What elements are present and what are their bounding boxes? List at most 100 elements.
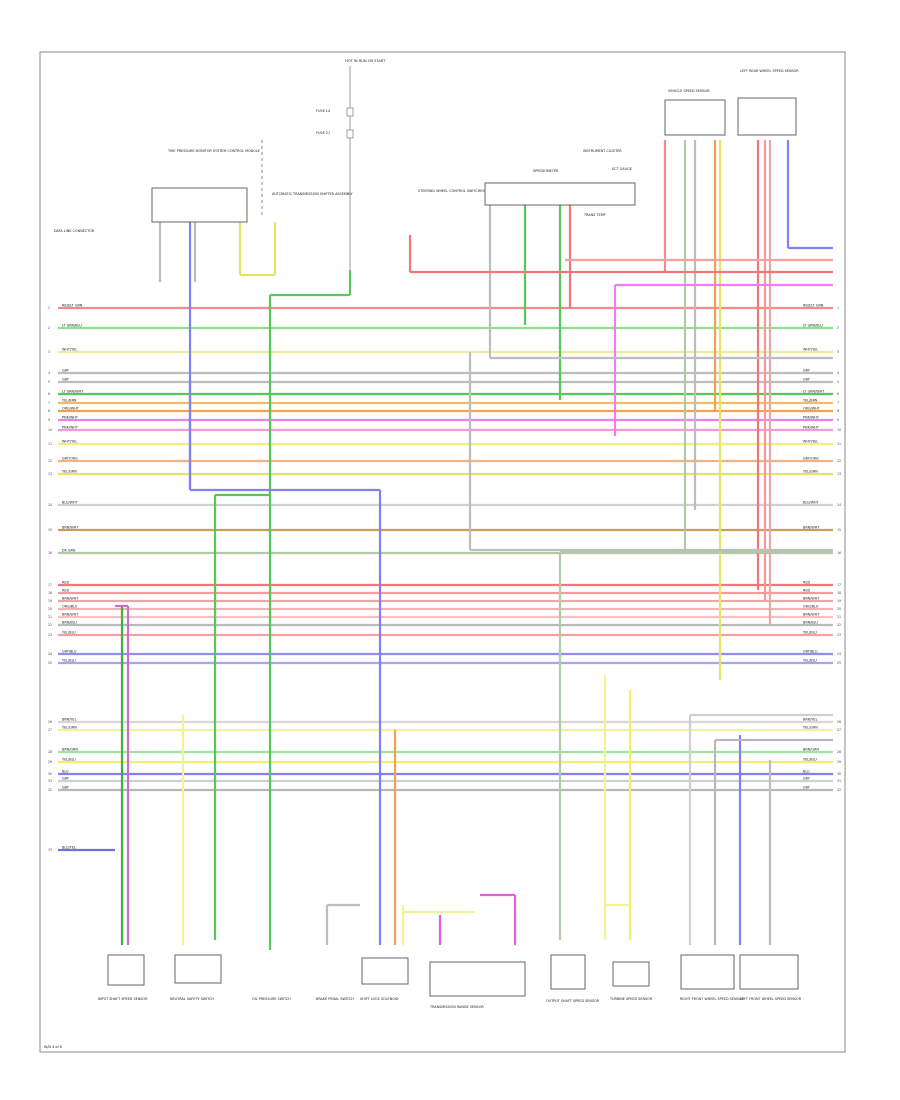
tpms-module: TIRE PRESSURE MONITOR SYSTEM CONTROL MOD… xyxy=(151,149,260,223)
wire-label-left: BLU/YEL xyxy=(62,846,76,850)
turbine-speed-box xyxy=(612,961,650,987)
wire-label-left: YEL/BLU xyxy=(62,631,76,635)
wire-number-right: 20 xyxy=(837,607,841,611)
wire-number-left: 9 xyxy=(48,418,50,422)
wire-number-left: 11 xyxy=(48,442,52,446)
wire-number-left: 20 xyxy=(48,607,52,611)
wire-number-right: 17 xyxy=(837,583,841,587)
wire-number-left: 18 xyxy=(48,591,52,595)
wire-number-right: 6 xyxy=(837,392,839,396)
wire-label-right: YEL/BLU xyxy=(803,758,817,762)
wire-label-left: WHT/YEL xyxy=(62,348,77,352)
vss-box xyxy=(664,99,726,136)
wire-number-left: 15 xyxy=(48,528,52,532)
wire-label-right: YEL/BLU xyxy=(803,631,817,635)
wire-label-right: BRN/WHT xyxy=(803,597,820,601)
data-link-label: DATA LINK CONNECTOR xyxy=(54,229,95,233)
wire-number-left: 29 xyxy=(48,760,52,764)
brake-switch-label: BRAKE PEDAL SWITCH xyxy=(316,997,354,1001)
wire-number-left: 2 xyxy=(48,326,50,330)
wire-number-left: 17 xyxy=(48,583,52,587)
fuse-b-icon xyxy=(346,129,354,139)
bottom-components: INPUT SHAFT SPEED SENSOR NEUTRAL SAFETY … xyxy=(98,954,802,1009)
input-speed-box xyxy=(107,954,145,986)
wire-number-right: 1 xyxy=(837,306,839,310)
wire-number-right: 28 xyxy=(837,750,841,754)
wire-number-left: 33 xyxy=(48,848,52,852)
wire-label-right: GRY xyxy=(803,378,811,382)
wire-label-right: ORG/BLU xyxy=(803,605,819,609)
diagram-frame xyxy=(39,51,846,1053)
ignition-label: HOT IN RUN OR START xyxy=(345,59,386,63)
wire-label-left: DK GRN xyxy=(62,549,76,553)
wire-number-left: 7 xyxy=(48,401,50,405)
wire-number-right: 5 xyxy=(837,380,839,384)
wire-label-right: GRY/ORG xyxy=(803,457,819,461)
fuse-a-label: FUSE 14 xyxy=(316,109,330,113)
wire-label-left: BRN/GRN xyxy=(62,748,78,752)
output-speed-box xyxy=(550,954,586,990)
wire-number-left: 3 xyxy=(48,350,50,354)
wire-number-left: 13 xyxy=(48,472,52,476)
left-rear-sensor-module: LEFT REAR WHEEL SPEED SENSOR xyxy=(737,69,799,136)
wire-number-left: 6 xyxy=(48,392,50,396)
wire-number-right: 7 xyxy=(837,401,839,405)
right-front-box xyxy=(680,954,735,990)
wire-label-right: RED xyxy=(803,589,810,593)
wire-label-left: YEL/GRN xyxy=(62,726,77,730)
wire-number-left: 27 xyxy=(48,728,52,732)
wire-number-right: 2 xyxy=(837,326,839,330)
cluster-label: INSTRUMENT CLUSTER xyxy=(583,149,622,153)
oil-pressure-label: OIL PRESSURE SWITCH xyxy=(252,997,291,1001)
wire-number-left: 22 xyxy=(48,623,52,627)
input-speed-label: INPUT SHAFT SPEED SENSOR xyxy=(98,997,148,1001)
trans-range-box xyxy=(429,961,526,997)
wire-number-right: 30 xyxy=(837,772,841,776)
steering-label: STEERING WHEEL CONTROL SWITCHES xyxy=(418,189,484,193)
wire-number-right: 3 xyxy=(837,350,839,354)
vss-label: VEHICLE SPEED SENSOR xyxy=(668,89,710,93)
wire-label-left: GRY xyxy=(62,786,70,790)
instrument-cluster: INSTRUMENT CLUSTER SPEEDOMETER ECT GAUGE… xyxy=(484,149,636,217)
wire-label-left: RED xyxy=(62,581,69,585)
wire-label-left: BLU/WHT xyxy=(62,501,79,505)
shifter-module: AUTOMATIC TRANSMISSION SHIFTER ASSEMBLY xyxy=(261,140,354,215)
wire-number-right: 26 xyxy=(837,720,841,724)
wire-label-right: BRN/BLU xyxy=(803,621,818,625)
fuse-b-label: FUSE 21 xyxy=(316,131,330,135)
wire-label-left: RED/LT GRN xyxy=(62,304,83,308)
trans-temp-label: TRANS TEMP xyxy=(583,213,606,217)
neutral-safety-label: NEUTRAL SAFETY SWITCH xyxy=(170,997,214,1001)
wire-number-right: 19 xyxy=(837,599,841,603)
wire-number-right: 16 xyxy=(837,551,841,555)
wire-number-left: 19 xyxy=(48,599,52,603)
output-speed-label: OUTPUT SHAFT SPEED SENSOR xyxy=(546,999,600,1003)
wire-label-right: BLU xyxy=(803,770,810,774)
wire-label-left: GRY/ORG xyxy=(62,457,78,461)
wire-label-right: BLU/WHT xyxy=(803,501,820,505)
wire-label-right: WHT/YEL xyxy=(803,348,818,352)
neutral-safety-box xyxy=(174,954,222,984)
wire-number-left: 1 xyxy=(48,306,50,310)
page-ref: W/D 4 of 6 xyxy=(44,1045,62,1049)
wire-label-right: GRY xyxy=(803,786,811,790)
wire-label-right: GRY xyxy=(803,777,811,781)
right-front-label: RIGHT FRONT WHEEL SPEED SENSOR xyxy=(680,997,744,1001)
wire-number-right: 23 xyxy=(837,633,841,637)
wire-label-right: PNK/WHT xyxy=(803,416,820,420)
wire-number-right: 15 xyxy=(837,528,841,532)
wire-number-right: 22 xyxy=(837,623,841,627)
speedometer-label: SPEEDOMETER xyxy=(533,169,559,173)
wire-number-left: 21 xyxy=(48,615,52,619)
steering-wheel-module: STEERING WHEEL CONTROL SWITCHES xyxy=(418,189,484,193)
shift-lock-box xyxy=(361,957,409,985)
trans-range-label: TRANSMISSION RANGE SENSOR xyxy=(429,1005,484,1009)
wire-label-right: GRY xyxy=(803,369,811,373)
shifter-label: AUTOMATIC TRANSMISSION SHIFTER ASSEMBLY xyxy=(272,192,354,196)
left-front-label: LEFT FRONT WHEEL SPEED SENSOR xyxy=(740,997,802,1001)
wire-number-left: 16 xyxy=(48,551,52,555)
ignition-feed: HOT IN RUN OR START FUSE 14 FUSE 21 xyxy=(316,59,386,270)
wire-label-left: ORG/WHT xyxy=(62,407,80,411)
wire-label-left: BRN/BLU xyxy=(62,621,77,625)
